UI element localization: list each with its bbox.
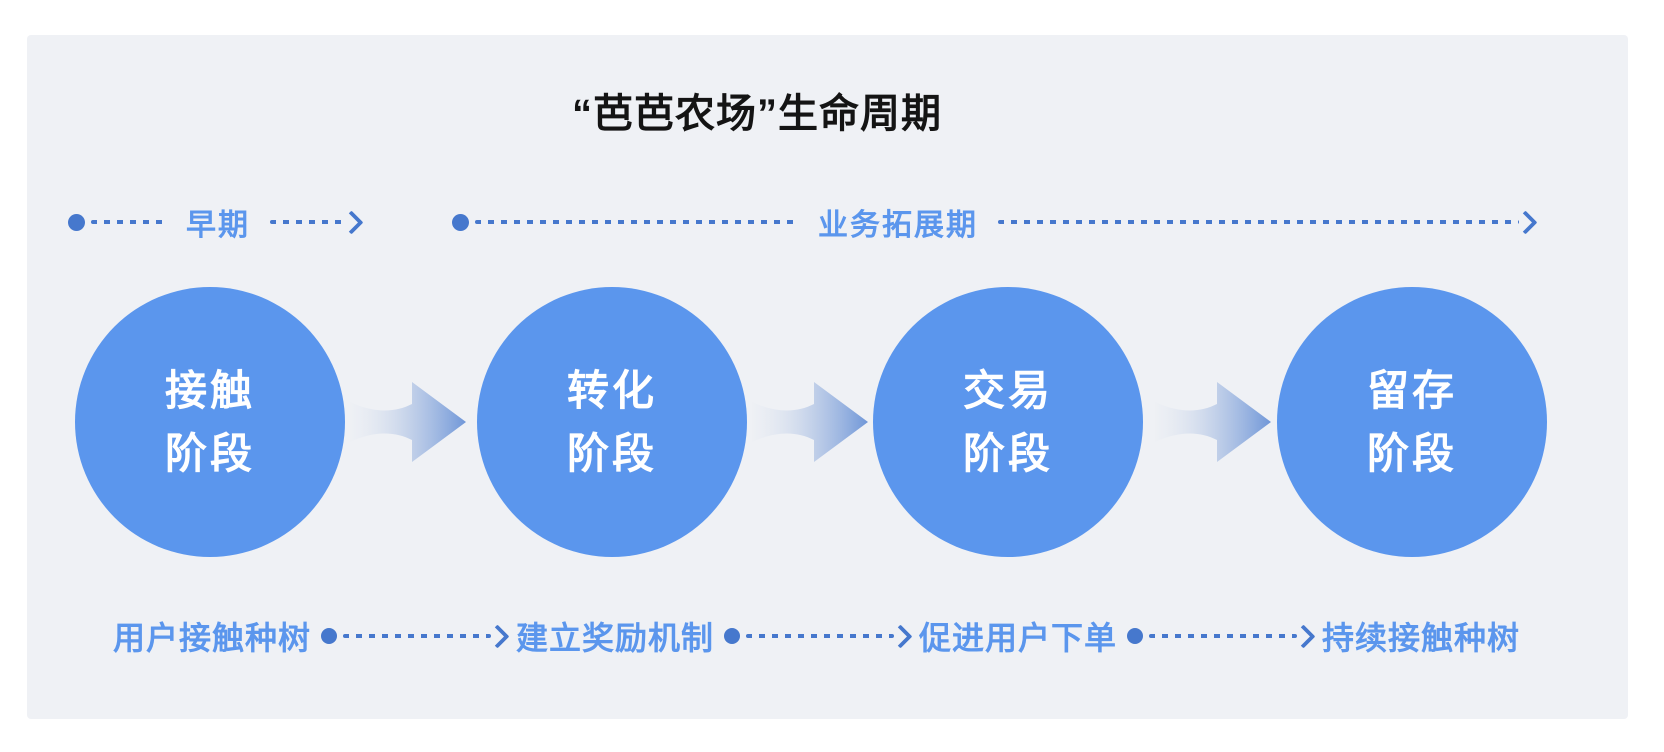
dashed-line	[91, 220, 166, 224]
dashed-line	[746, 634, 894, 638]
stage-circle-transaction: 交易 阶段	[873, 287, 1143, 557]
stage-label: 留存	[1366, 367, 1457, 414]
timeline-early-label: 早期	[186, 209, 250, 242]
flow-arrow-icon	[350, 382, 466, 462]
stage-label: 阶段	[962, 430, 1053, 477]
action-label-transaction: 促进用户下单	[919, 620, 1118, 656]
arrow-head-icon	[1291, 623, 1316, 649]
action-label-retention: 持续接触种树	[1322, 620, 1521, 656]
stage-label: 阶段	[566, 430, 657, 477]
dot-icon	[321, 628, 338, 644]
stage-label: 阶段	[164, 430, 255, 477]
stage-label: 阶段	[1366, 430, 1457, 477]
dashed-line	[270, 220, 345, 224]
action-arrow	[321, 623, 510, 649]
dashed-line	[343, 634, 491, 638]
arrow-head-icon	[1513, 209, 1538, 235]
timeline-start-dot-icon	[452, 213, 469, 231]
timeline-early: 早期	[68, 204, 364, 242]
timeline-expansion: 业务拓展期	[452, 204, 1538, 242]
dashed-line	[998, 220, 1519, 224]
stage-circle-contact: 接触 阶段	[75, 287, 345, 557]
action-arrow	[1127, 623, 1316, 649]
timeline-start-dot-icon	[68, 213, 85, 231]
arrow-head-icon	[339, 209, 364, 235]
action-label-contact: 用户接触种树	[113, 620, 312, 656]
dashed-line	[475, 220, 799, 224]
stage-label: 接触	[164, 367, 255, 414]
timeline-expansion-label: 业务拓展期	[818, 209, 979, 242]
lifecycle-card: “芭芭农场”生命周期 早期 业务拓展期 接触 阶段 转化 阶段 交易 阶段 留存…	[27, 35, 1628, 719]
actions-row: 用户接触种树 建立奖励机制 促进用户下单 持续接触种树	[113, 617, 1520, 656]
flow-arrow-icon	[752, 382, 868, 462]
dot-icon	[1127, 628, 1144, 644]
arrow-head-icon	[888, 623, 913, 649]
stage-circle-conversion: 转化 阶段	[477, 287, 747, 557]
arrow-head-icon	[485, 623, 510, 649]
action-arrow	[724, 623, 913, 649]
dashed-line	[1149, 634, 1297, 638]
dot-icon	[724, 628, 741, 644]
stage-label: 交易	[962, 367, 1053, 414]
stage-label: 转化	[566, 367, 657, 414]
flow-arrow-icon	[1155, 382, 1271, 462]
action-label-conversion: 建立奖励机制	[516, 620, 715, 656]
stage-circle-retention: 留存 阶段	[1277, 287, 1547, 557]
diagram-title: “芭芭农场”生命周期	[572, 92, 942, 136]
